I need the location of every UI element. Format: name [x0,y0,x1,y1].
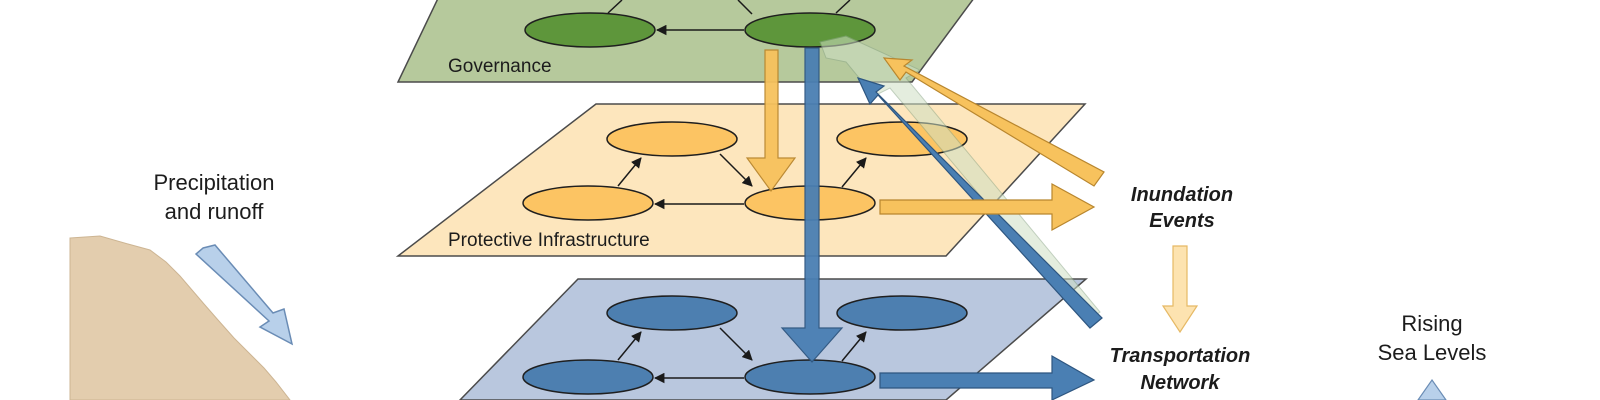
governance-to-transport-arrow [780,47,844,363]
inundation-label-line1: Inundation [1131,184,1233,206]
sea-level-label-line1: Rising [1401,311,1462,336]
protective-node-bottom-left [522,185,654,221]
precipitation-label-line2: and runoff [165,199,265,224]
transportation-label-line2: Network [1141,372,1221,394]
transport-node-bottom-right [744,359,876,395]
inundation-label-line2: Events [1149,210,1215,232]
inundation-to-governance-arrow [882,57,1105,187]
precipitation-arrow [194,244,294,346]
transport-node-top-right [836,295,968,331]
sea-level-arrow [1417,378,1447,400]
transport-to-network-arrow [879,354,1096,400]
protective-to-inundation-arrow [879,182,1096,232]
transport-node-bottom-left [522,359,654,395]
protective-node-top-left [606,121,738,157]
governance-node-left [524,12,656,48]
transport-network [522,295,968,395]
governance-label: Governance [448,56,552,77]
inundation-to-transportation-arrow [1161,245,1199,334]
transportation-label-line1: Transportation [1110,345,1251,367]
sea-level-label-line2: Sea Levels [1378,340,1487,365]
transport-node-top-left [606,295,738,331]
governance-to-protective-arrow [745,49,797,193]
precipitation-label-line1: Precipitation [153,170,274,195]
protective-label: Protective Infrastructure [448,230,650,251]
land-mass [69,235,291,400]
